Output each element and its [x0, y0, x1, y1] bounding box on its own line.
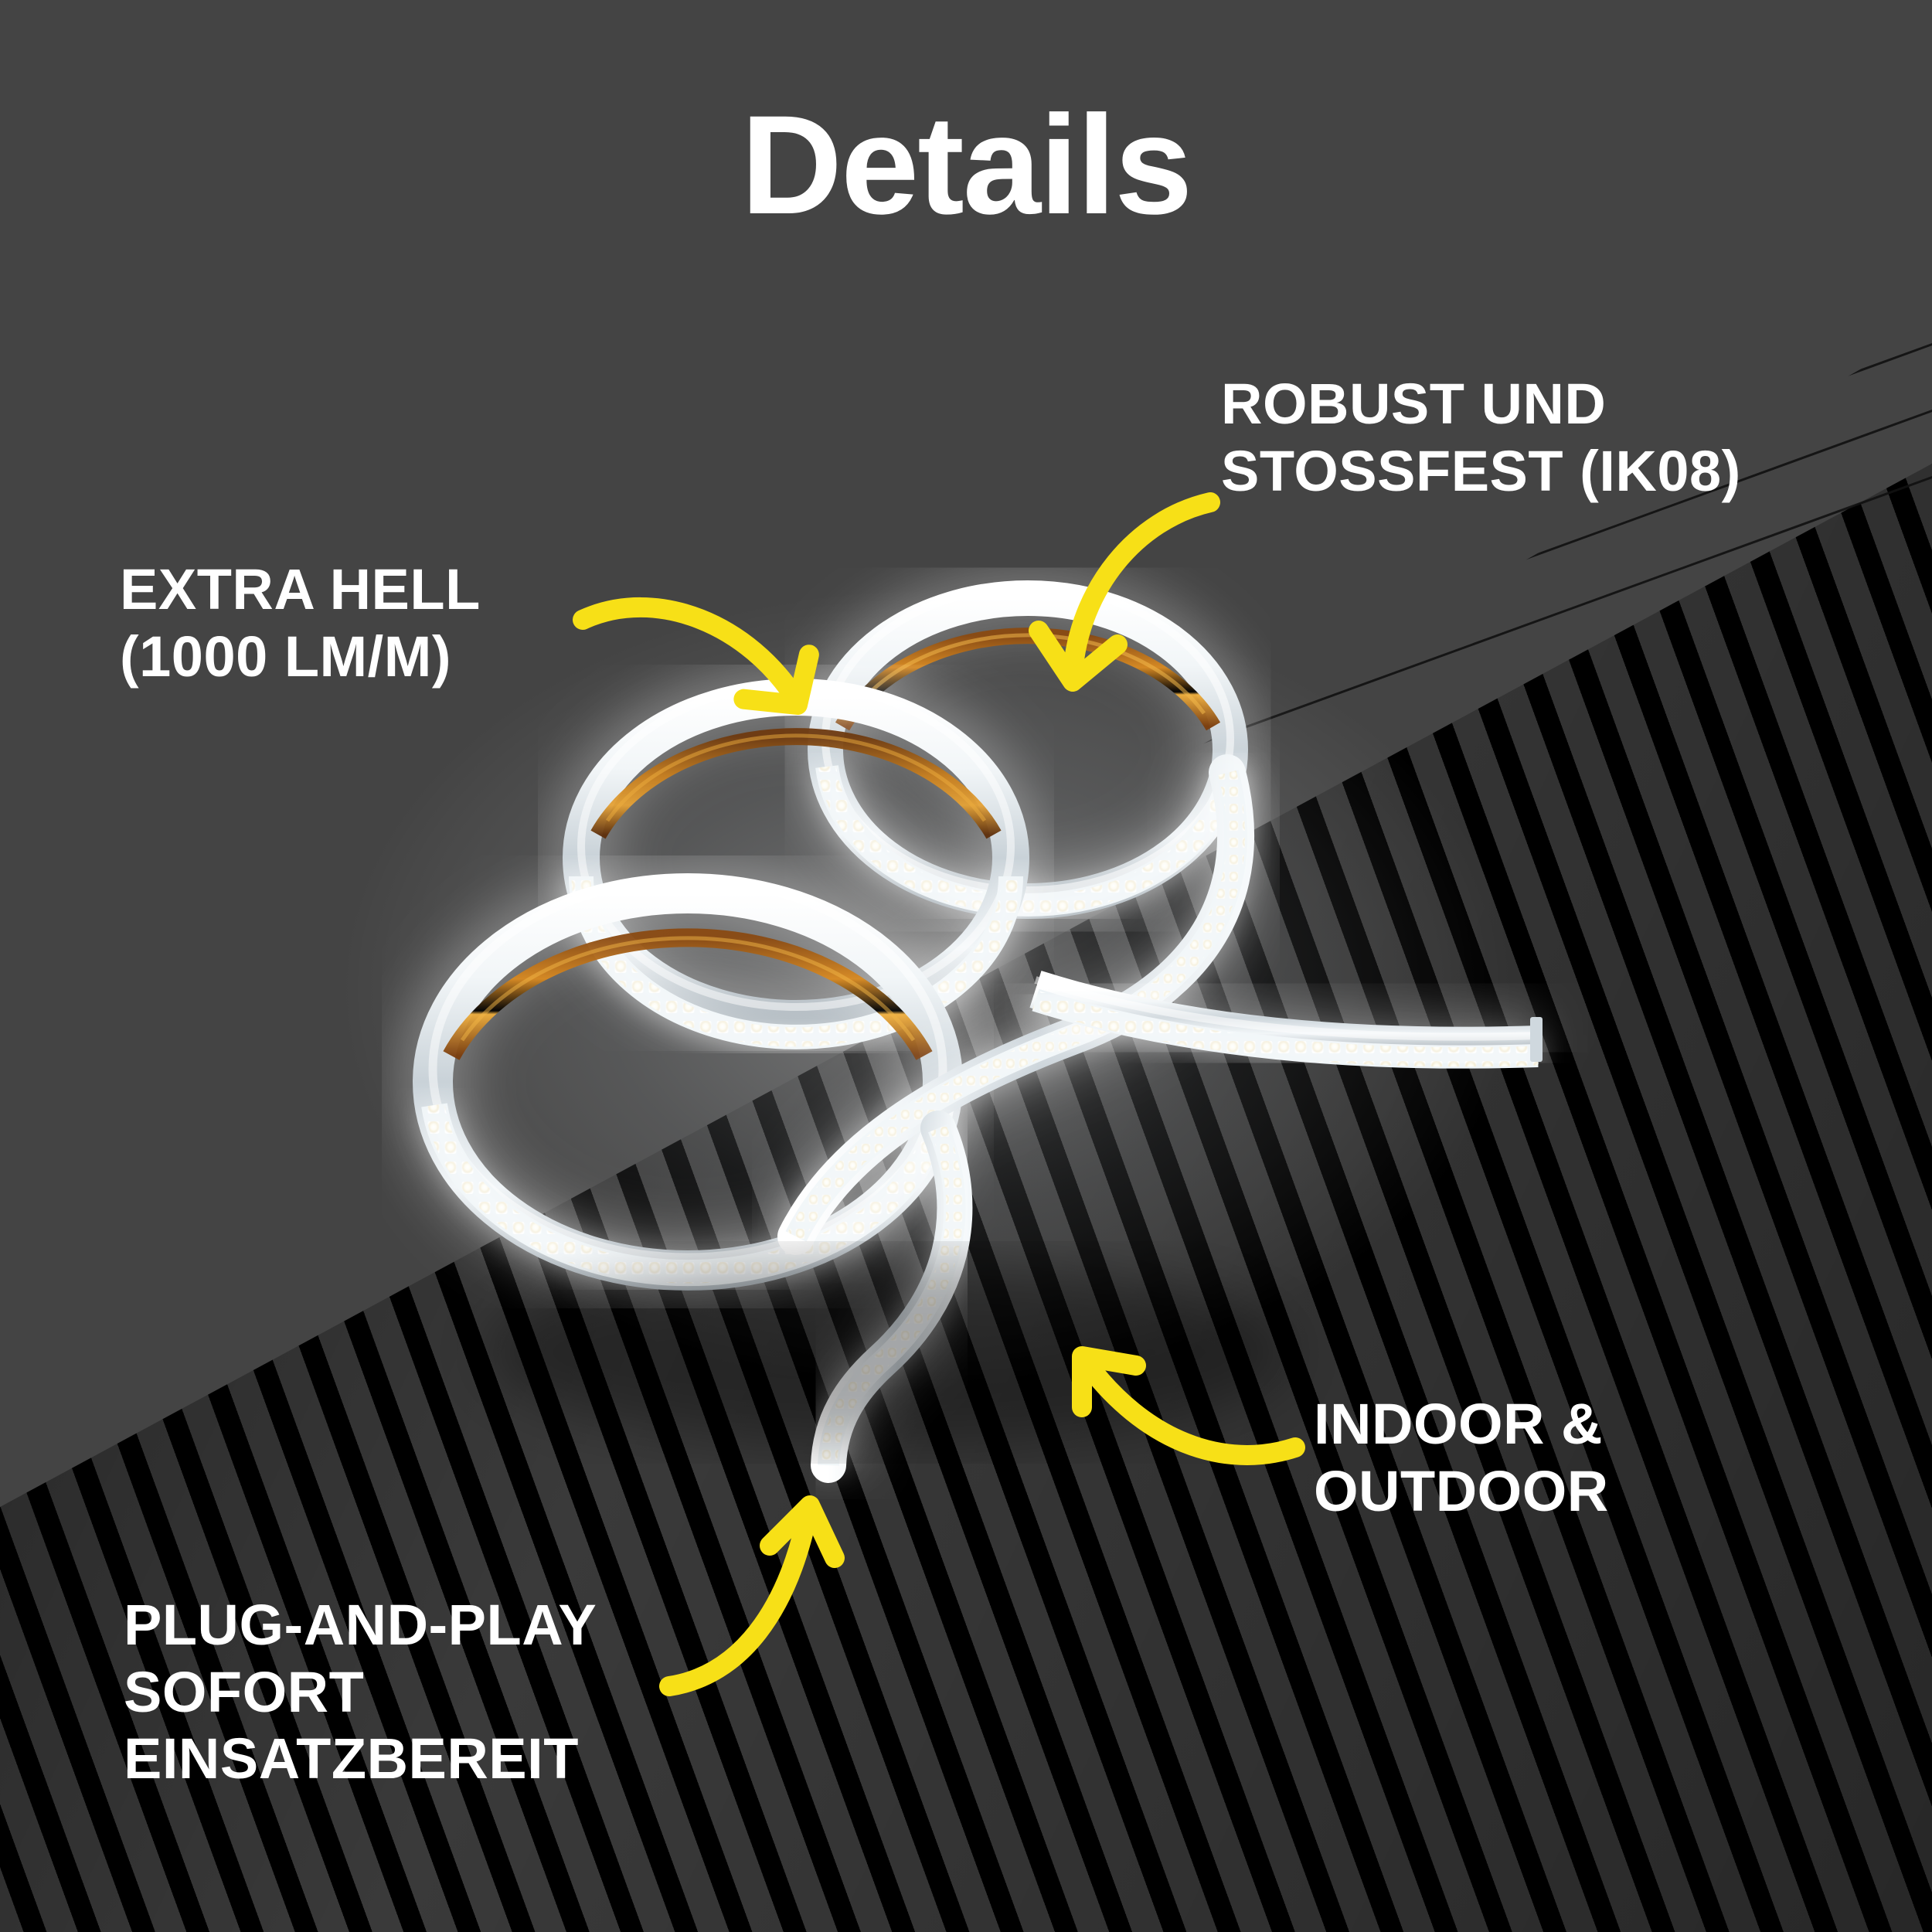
callout-label-extra-hell: EXTRA HELL (1000 LM/M): [120, 557, 481, 689]
arrow-robust-icon: [1028, 479, 1229, 703]
arrow-extra-hell-icon: [572, 587, 835, 742]
page-title: Details: [740, 86, 1193, 243]
arrow-indoor-outdoor-icon: [1059, 1333, 1314, 1476]
callout-label-indoor: INDOOR & OUTDOOR: [1314, 1392, 1609, 1523]
callout-label-robust: ROBUST UND STOSSFEST (IK08): [1221, 372, 1741, 503]
arrow-plug-and-play-icon: [657, 1492, 845, 1704]
callout-label-plug-and-play: PLUG-AND-PLAY SOFORT EINSATZBEREIT: [124, 1593, 597, 1791]
